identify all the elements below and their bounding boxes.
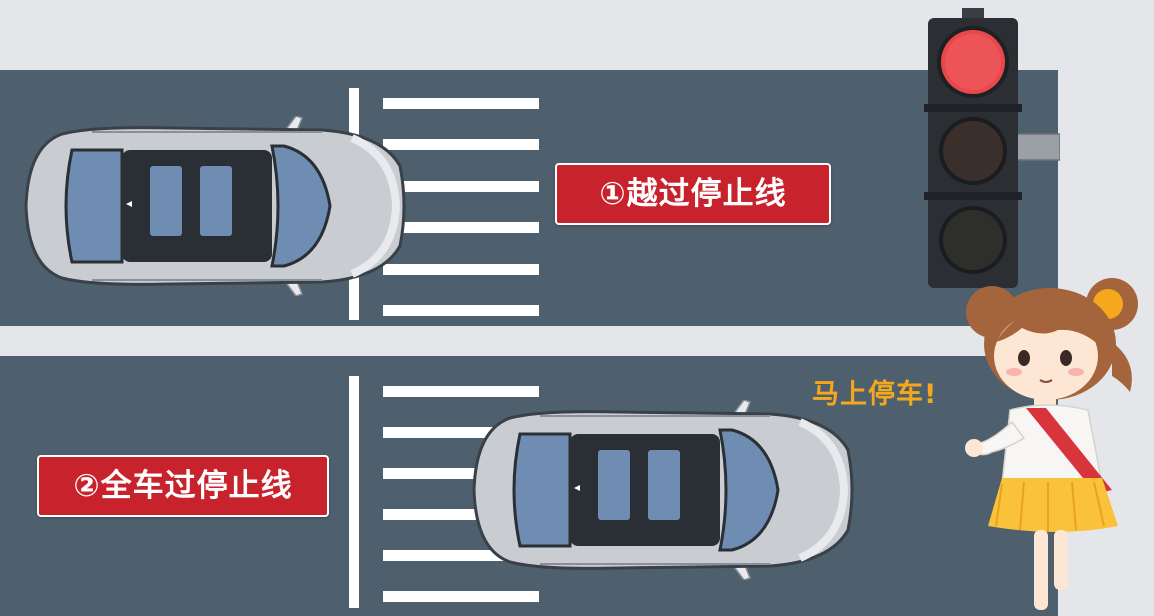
speech-text: 马上停车! xyxy=(812,379,938,410)
label-whole-car-past-stop-line: ②全车过停止线 xyxy=(37,455,329,517)
car-icon xyxy=(472,400,854,580)
crosswalk-bottom xyxy=(383,386,539,602)
car-icon xyxy=(24,116,406,296)
label-cross-stop-line: ①越过停止线 xyxy=(555,163,831,225)
crosswalk-top xyxy=(383,98,539,316)
stop-line-bottom xyxy=(349,376,359,608)
traffic-light-icon xyxy=(924,8,1060,288)
girl-illustration xyxy=(965,278,1138,610)
